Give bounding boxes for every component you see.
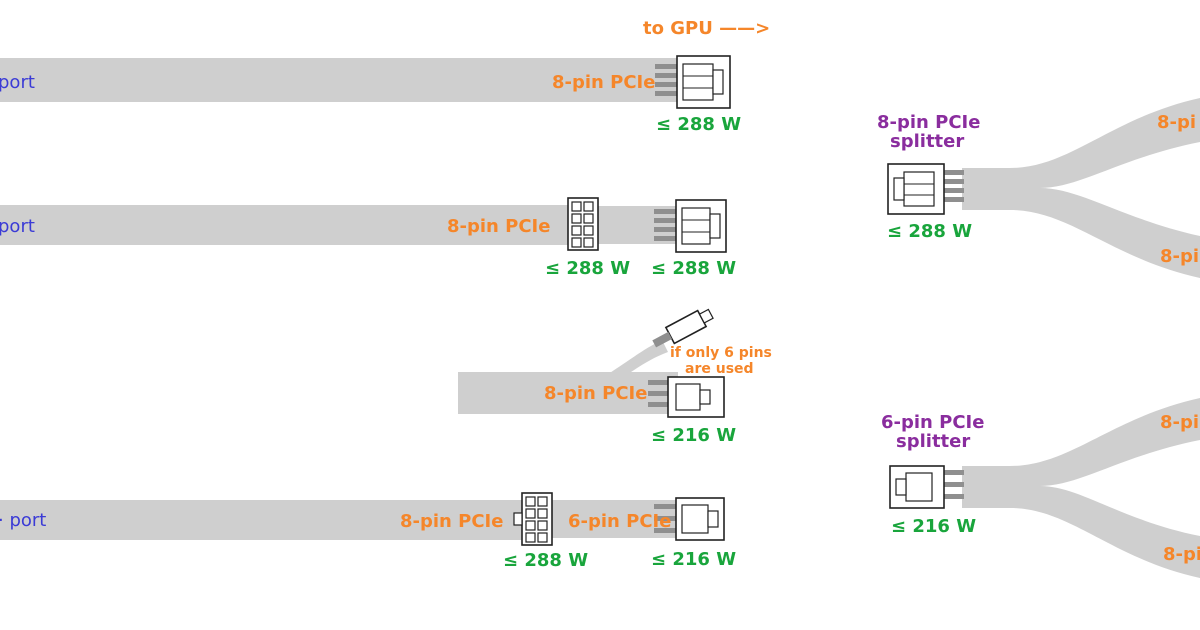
splitter-1-wire-stubs	[944, 170, 964, 202]
row-4-cable-assembly	[0, 492, 725, 546]
row-2-cable	[0, 205, 568, 245]
splitter-1-branch-top-label: 8-pi	[1157, 112, 1196, 133]
row-3-connector-label: 8-pin PCIe	[544, 383, 647, 404]
row-4-psu-watt-label: ≤ 288 W	[503, 550, 588, 571]
row-2-connector-label: 8-pin PCIe	[447, 216, 550, 237]
row-4-gpu-connector	[675, 497, 725, 541]
row-1-gpu-watt-label: ≤ 288 W	[656, 114, 741, 135]
row-3-extra-pins-lead	[608, 340, 668, 374]
row-3-note-line-2: are used	[685, 361, 754, 377]
row-2-psu-connector	[567, 197, 599, 251]
splitter-2-branch-top-label: 8-pi	[1160, 412, 1199, 433]
splitter-2-branch-bottom-label: 8-pi	[1163, 544, 1200, 565]
row-1-wire-stubs	[655, 64, 677, 96]
splitter-1-title-line-2: splitter	[890, 131, 964, 152]
row-1-cable	[0, 58, 680, 102]
row-2-psu-watt-label: ≤ 288 W	[545, 258, 630, 279]
row-4-second-connector-label: 6-pin PCIe	[568, 511, 671, 532]
row-3-cable-assembly	[458, 308, 725, 418]
splitter-1-y-cable	[962, 98, 1200, 278]
row-3-note-line-1: if only 6 pins	[670, 345, 772, 361]
splitter-1-title-line-1: 8-pin PCIe	[877, 112, 980, 133]
splitter-2-y-cable	[962, 398, 1200, 578]
row-4-gpu-watt-label: ≤ 216 W	[651, 549, 736, 570]
row-2-gpu-watt-label: ≤ 288 W	[651, 258, 736, 279]
splitter-2-title-line-1: 6-pin PCIe	[881, 412, 984, 433]
row-3-cable	[458, 372, 678, 414]
row-2-port-label: port	[0, 216, 35, 237]
row-1-gpu-connector	[676, 55, 731, 109]
splitter-1-watt-label: ≤ 288 W	[887, 221, 972, 242]
row-4-wire-stubs	[654, 504, 676, 533]
splitter-1-connector	[887, 163, 945, 215]
row-1-connector-label: 8-pin PCIe	[552, 72, 655, 93]
row-3-extra-pins-connector	[652, 308, 714, 348]
row-2-gpu-connector	[675, 199, 727, 253]
row-3-gpu-connector	[667, 376, 725, 418]
to-gpu-label: to GPU ——>	[643, 18, 770, 39]
splitter-1-branch-bottom-label: 8-pi	[1160, 246, 1199, 267]
row-3-gpu-watt-label: ≤ 216 W	[651, 425, 736, 446]
row-1-port-label: port	[0, 72, 35, 93]
splitter-2-assembly	[889, 398, 1200, 578]
splitter-2-wire-stubs	[944, 470, 964, 499]
splitter-2-connector	[889, 465, 945, 509]
row-1-cable-assembly	[0, 55, 731, 109]
row-3-wire-stubs	[648, 380, 672, 407]
row-4-cable	[0, 500, 522, 540]
row-4-connector-label: 8-pin PCIe	[400, 511, 503, 532]
row-4-port-label: · port	[0, 510, 46, 531]
splitter-1-assembly	[887, 98, 1200, 278]
splitter-2-title-line-2: splitter	[896, 431, 970, 452]
splitter-2-watt-label: ≤ 216 W	[891, 516, 976, 537]
row-4-psu-connector	[513, 492, 553, 546]
row-2-cable-assembly	[0, 197, 727, 253]
row-2-wire-stubs	[654, 209, 676, 241]
